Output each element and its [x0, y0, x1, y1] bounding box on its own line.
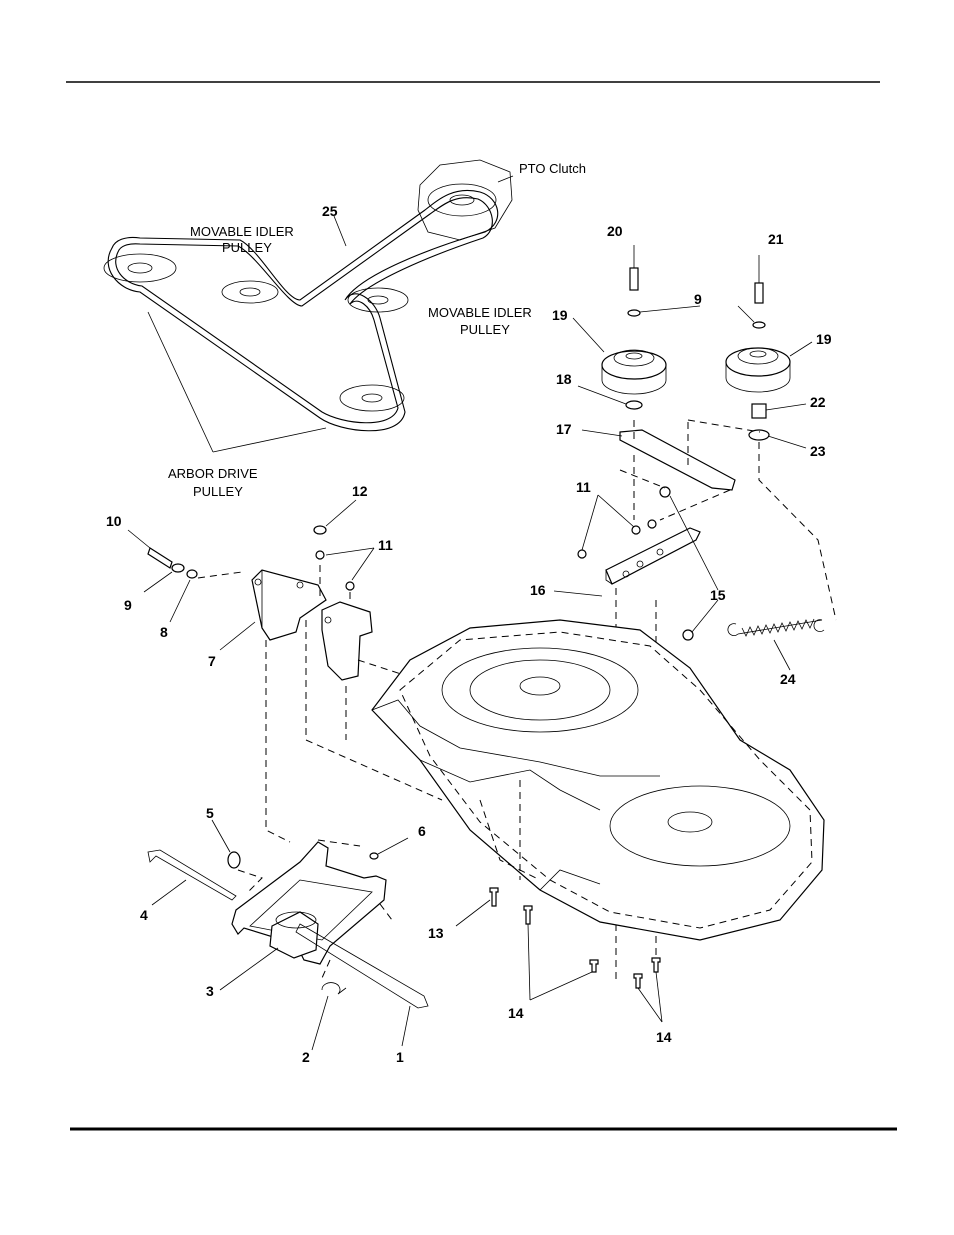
- part-number-16: 16: [530, 582, 546, 598]
- part-number-11: 11: [378, 537, 393, 553]
- part-number-9: 9: [694, 291, 702, 307]
- part-number-25: 25: [322, 203, 338, 219]
- arbor-drive-pulley-label-a: ARBOR DRIVE: [168, 466, 258, 481]
- part-number-14: 14: [508, 1005, 524, 1021]
- part-number-8: 8: [160, 624, 168, 640]
- part-number-5: 5: [206, 805, 214, 821]
- part-number-13: 13: [428, 925, 444, 941]
- front-hanger-assembly: [148, 820, 428, 1050]
- movable-idler-pulley-label-2b: PULLEY: [460, 322, 510, 337]
- movable-idler-pulley-label-2a: MOVABLE IDLER: [428, 305, 532, 320]
- part-number-4: 4: [140, 907, 148, 923]
- mower-deck: [372, 620, 824, 1022]
- part-number-17: 17: [556, 421, 572, 437]
- part-number-12: 12: [352, 483, 368, 499]
- part-number-11: 11: [576, 479, 591, 495]
- part-number-22: 22: [810, 394, 826, 410]
- part-number-6: 6: [418, 823, 426, 839]
- part-number-18: 18: [556, 371, 572, 387]
- part-number-3: 3: [206, 983, 214, 999]
- part-number-1: 1: [396, 1049, 404, 1065]
- part-number-24: 24: [780, 671, 796, 687]
- pto-clutch-label: PTO Clutch: [519, 161, 586, 176]
- movable-idler-pulley-label-1b: PULLEY: [222, 240, 272, 255]
- part-number-21: 21: [768, 231, 784, 247]
- part-number-15: 15: [710, 587, 726, 603]
- part-number-14: 14: [656, 1029, 672, 1045]
- part-number-19: 19: [816, 331, 832, 347]
- arbor-drive-pulley-label-b: PULLEY: [193, 484, 243, 499]
- part-number-10: 10: [106, 513, 122, 529]
- movable-idler-pulley-label-1a: MOVABLE IDLER: [190, 224, 294, 239]
- part-number-2: 2: [302, 1049, 310, 1065]
- part-number-19: 19: [552, 307, 568, 323]
- part-number-9: 9: [124, 597, 132, 613]
- part-number-20: 20: [607, 223, 623, 239]
- part-number-7: 7: [208, 653, 216, 669]
- part-number-23: 23: [810, 443, 826, 459]
